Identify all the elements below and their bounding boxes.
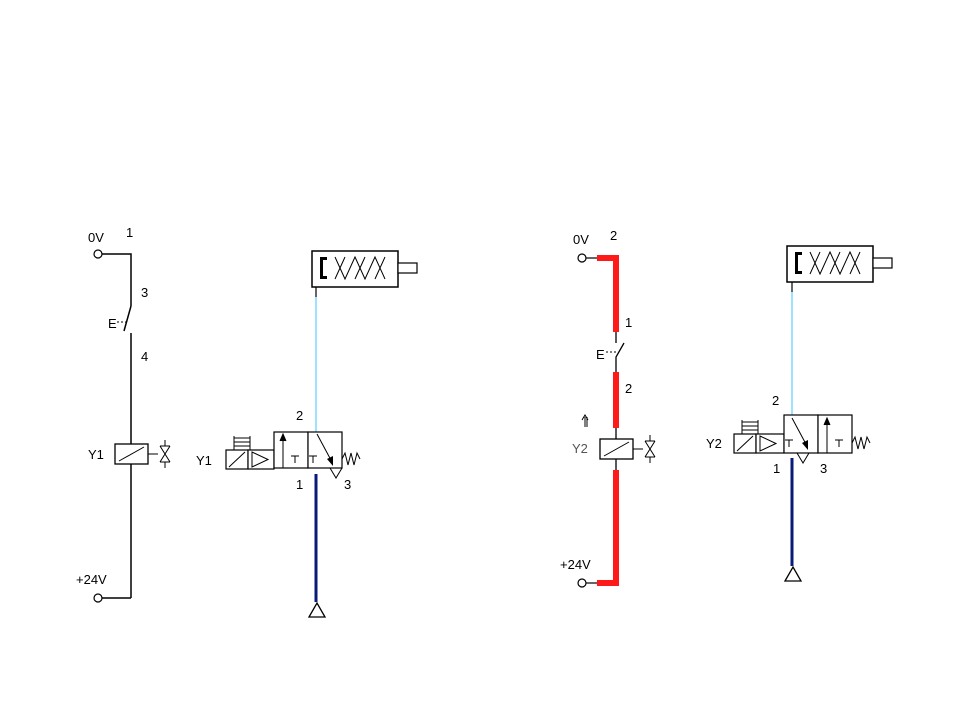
left-terminal-0v-label: 0V xyxy=(88,230,104,245)
left-port-3-label: 3 xyxy=(344,477,351,492)
right-valve-solenoid-label: Y2 xyxy=(706,436,722,451)
left-manual-override-icon xyxy=(159,440,171,468)
right-3-2-solenoid-valve[interactable] xyxy=(733,414,871,464)
right-manual-override-icon xyxy=(644,435,656,463)
right-wire-top-energized xyxy=(597,255,619,332)
right-wire-bottom-energized xyxy=(597,470,619,586)
left-spring-return-cylinder[interactable] xyxy=(311,250,418,297)
left-port-1-label: 1 xyxy=(296,477,303,492)
left-pin-top-label: 1 xyxy=(126,225,133,240)
left-terminal-24v-label: +24V xyxy=(76,572,107,587)
right-terminal-0v[interactable] xyxy=(577,253,587,263)
left-wire-top xyxy=(102,253,132,306)
right-coil-label: Y2 xyxy=(572,441,588,456)
left-switch-pin-3: 3 xyxy=(141,285,148,300)
right-terminal-0v-label: 0V xyxy=(573,232,589,247)
right-pushbutton-switch[interactable] xyxy=(606,332,625,372)
left-electrical-circuit: 0V 1 3 E 4 Y1 +24V xyxy=(76,225,171,603)
right-port-3-label: 3 xyxy=(820,461,827,476)
left-terminal-24v[interactable] xyxy=(93,593,103,603)
right-pin-top-label: 2 xyxy=(610,228,617,243)
right-terminal-24v[interactable] xyxy=(577,578,587,588)
right-port-1-label: 1 xyxy=(773,461,780,476)
left-air-source-icon xyxy=(307,601,327,618)
left-3-2-solenoid-valve[interactable] xyxy=(225,431,361,479)
right-switch-pin-a: 1 xyxy=(625,315,632,330)
left-valve-solenoid-label: Y1 xyxy=(196,453,212,468)
right-switch-e-label: E xyxy=(596,347,605,362)
left-pushbutton-switch[interactable] xyxy=(117,305,132,332)
left-switch-e-label: E xyxy=(108,316,117,331)
left-port-2-label: 2 xyxy=(296,408,303,423)
right-air-source-icon xyxy=(783,565,803,582)
left-coil-label: Y1 xyxy=(88,447,104,462)
right-spring-return-cylinder[interactable] xyxy=(786,245,893,292)
right-coil-y2[interactable] xyxy=(599,438,634,460)
left-coil-y1[interactable] xyxy=(114,443,149,465)
left-switch-pin-4: 4 xyxy=(141,349,148,364)
right-pneumatic-circuit: 2 Y2 1 3 xyxy=(706,245,893,582)
left-pneumatic-circuit: 2 Y1 1 3 xyxy=(196,250,418,618)
right-port-2-label: 2 xyxy=(772,393,779,408)
right-electrical-circuit: 0V 2 1 E 2 Y2 +24V xyxy=(560,228,656,588)
right-terminal-24v-label: +24V xyxy=(560,557,591,572)
left-terminal-0v[interactable] xyxy=(93,249,103,259)
right-switch-pin-b: 2 xyxy=(625,381,632,396)
